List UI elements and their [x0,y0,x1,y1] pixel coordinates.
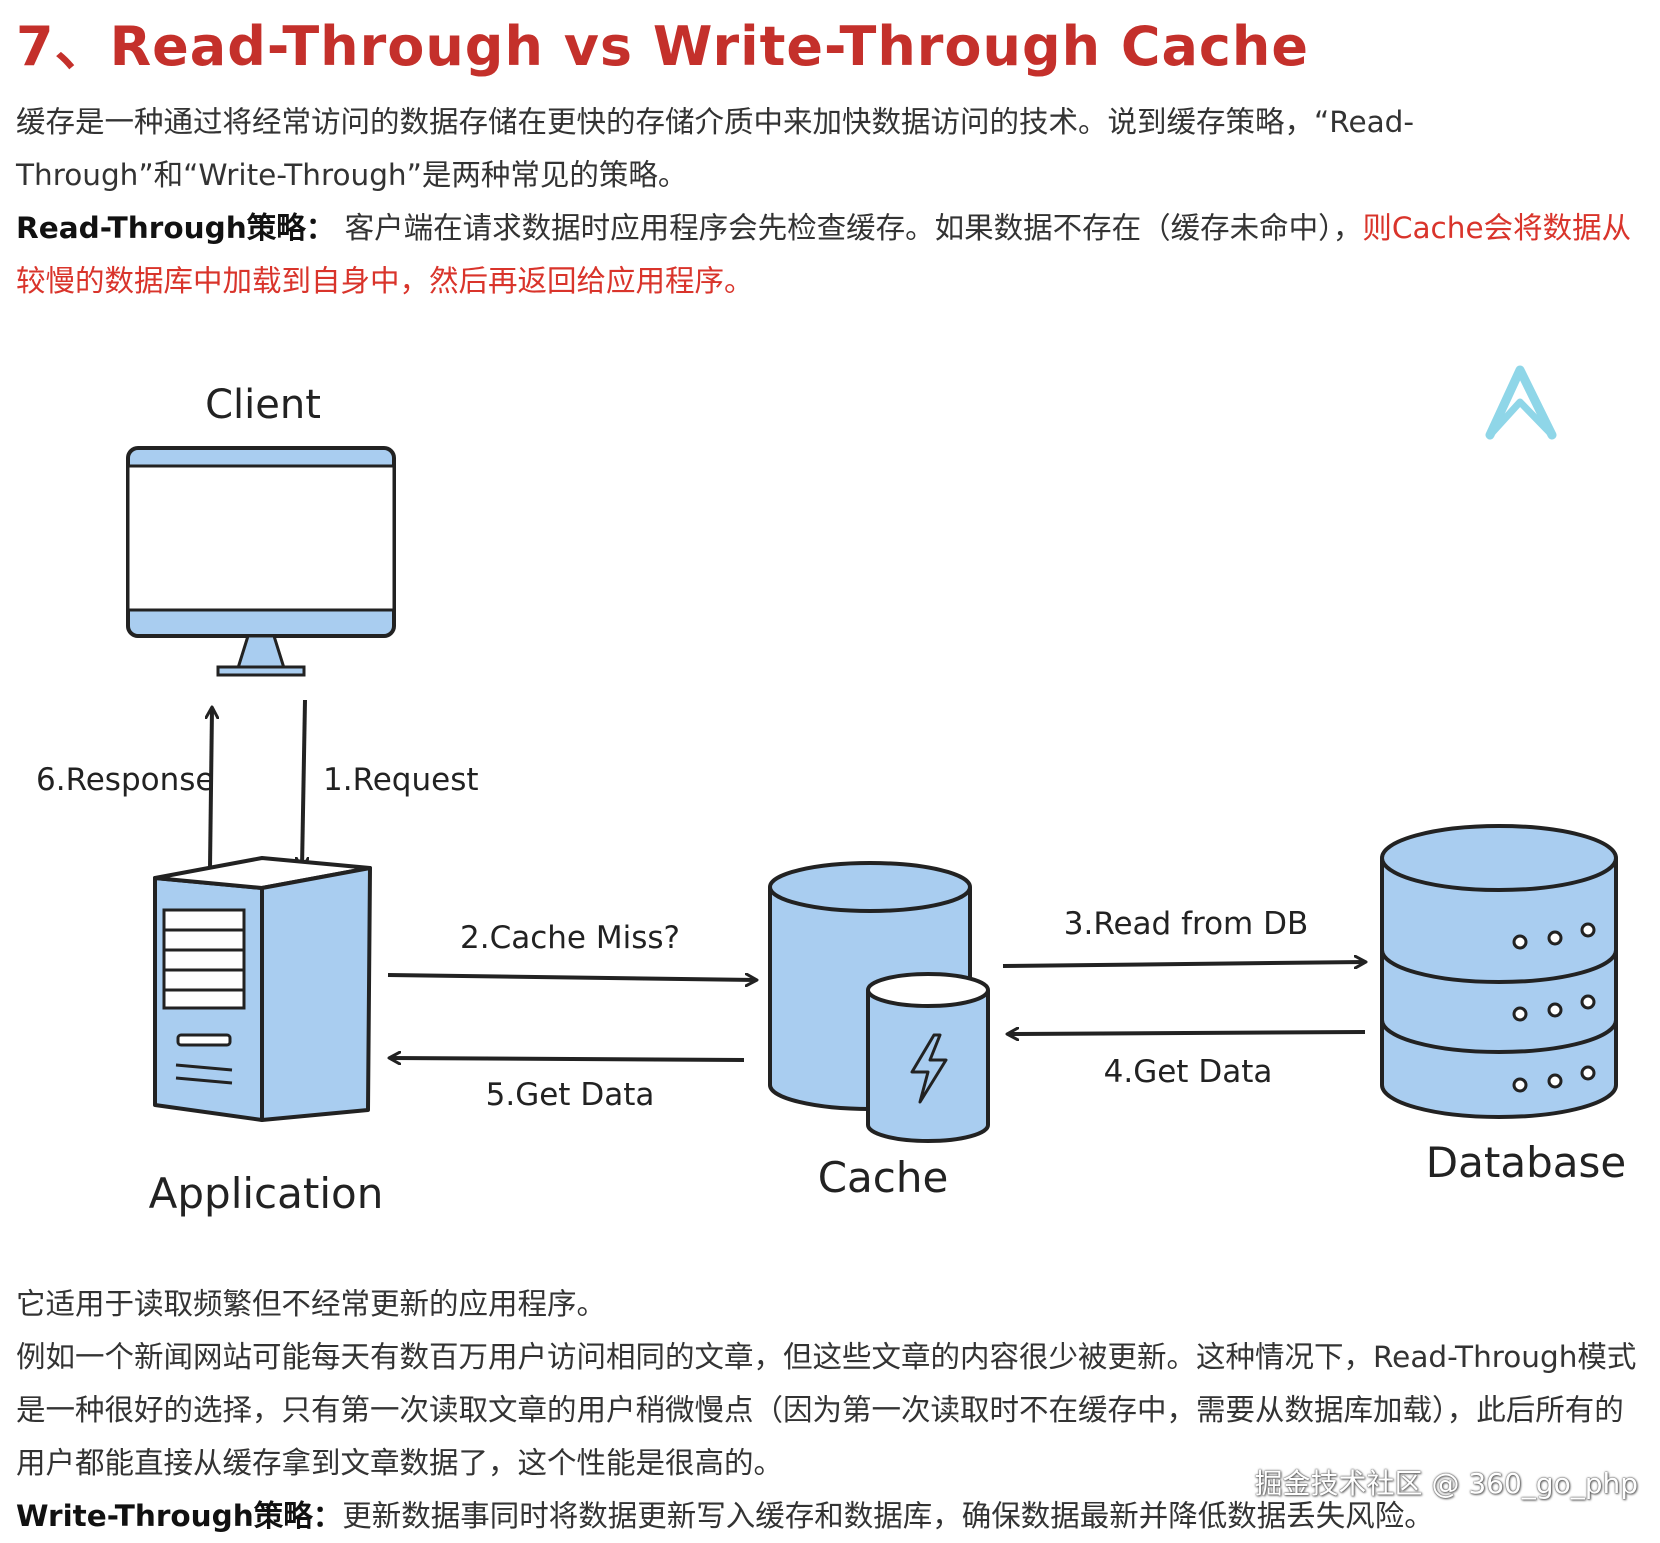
db-get-data-arrow [1008,1032,1366,1034]
read-through-highlight: 则Cache会将数据从较慢的数据库中加载到自身中，然后再返回给应用程序。 [16,211,1632,298]
cache-miss-arrow [387,975,756,980]
cache-label: Cache [818,1153,949,1202]
intro-paragraph: 缓存是一种通过将经常访问的数据存储在更快的存储介质中来加快数据访问的技术。说到缓… [16,105,1415,192]
write-through-text: 更新数据事同时将数据更新写入缓存和数据库，确保数据最新并降低数据丢失风险。 [342,1499,1434,1533]
response-label: 6.Response [36,762,214,798]
cache-miss-label: 2.Cache Miss? [460,920,680,956]
client-monitor-icon [126,446,396,677]
usage-summary: 它适用于读取频繁但不经常更新的应用程序。 [16,1287,607,1321]
cache-get-data-arrow [390,1058,745,1060]
brand-logo-icon [1485,365,1557,440]
read-through-diagram: Client 6.Response 1.Request Application … [0,330,1660,1250]
read-from-db-arrow [1002,962,1365,966]
application-label: Application [149,1169,384,1218]
cache-get-data-label: 5.Get Data [486,1077,655,1113]
read-through-text: 客户端在请求数据时应用程序会先检查缓存。如果数据不存在（缓存未命中）， [335,211,1363,245]
read-through-paragraph: Read-Through策略： 客户端在请求数据时应用程序会先检查缓存。如果数据… [16,202,1646,308]
cache-cylinder-icon [768,861,990,1143]
request-arrow [302,699,305,868]
response-arrow [210,708,212,869]
section-title: 7、Read-Through vs Write-Through Cache [16,15,1310,78]
read-through-label: Read-Through策略： [16,211,336,245]
client-label: Client [205,382,321,428]
request-label: 1.Request [323,762,479,798]
read-from-db-label: 3.Read from DB [1064,906,1308,942]
lightning-icon [910,1033,948,1104]
database-label: Database [1426,1138,1626,1187]
db-get-data-label: 4.Get Data [1104,1054,1273,1090]
watermark: 掘金技术社区 @ 360_go_php [1254,1467,1638,1500]
write-through-label: Write-Through策略： [16,1499,343,1533]
application-server-icon [153,856,372,1122]
database-icon [1380,824,1618,1119]
write-through-paragraph: Write-Through策略：更新数据事同时将数据更新写入缓存和数据库，确保数… [16,1490,1646,1543]
usage-example: 例如一个新闻网站可能每天有数百万用户访问相同的文章，但这些文章的内容很少被更新。… [16,1340,1637,1480]
